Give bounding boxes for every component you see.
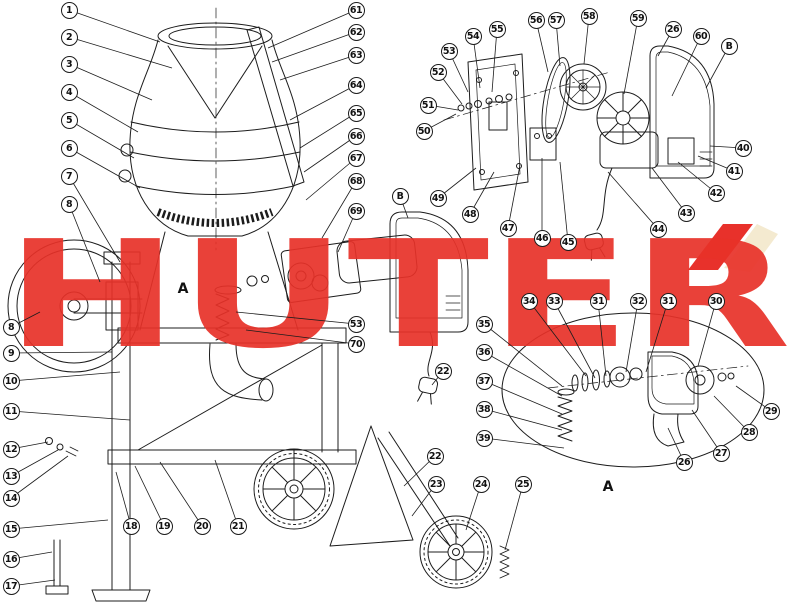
main-assembly-view xyxy=(7,7,510,602)
callout-18: 18 xyxy=(122,517,140,535)
callout-38: 38 xyxy=(475,400,493,418)
logo-red-chevron xyxy=(688,224,753,270)
callout-42: 42 xyxy=(707,184,725,202)
callout-16: 16 xyxy=(2,550,20,568)
callout-31: 31 xyxy=(659,292,677,310)
callout-1: 1 xyxy=(60,1,78,19)
callout-29: 29 xyxy=(762,402,780,420)
callout-30: 30 xyxy=(707,292,725,310)
callout-52: 52 xyxy=(429,63,447,81)
callout-26: 26 xyxy=(675,453,693,471)
callout-8: 8 xyxy=(60,195,78,213)
callout-45: 45 xyxy=(559,233,577,251)
callout-62: 62 xyxy=(347,23,365,41)
section-label-A: A xyxy=(177,281,189,297)
callout-24: 24 xyxy=(472,475,490,493)
motor-exploded-view xyxy=(443,45,715,261)
callout-63: 63 xyxy=(347,46,365,64)
brand-logo xyxy=(688,224,778,272)
callout-28: 28 xyxy=(740,423,758,441)
callout-33: 33 xyxy=(545,292,563,310)
callout-25: 25 xyxy=(514,475,532,493)
callout-43: 43 xyxy=(677,204,695,222)
callout-21: 21 xyxy=(229,517,247,535)
callout-48: 48 xyxy=(461,205,479,223)
callout-19: 19 xyxy=(155,517,173,535)
callout-55: 55 xyxy=(488,20,506,38)
callout-26: 26 xyxy=(664,20,682,38)
callout-5: 5 xyxy=(60,111,78,129)
callout-3: 3 xyxy=(60,55,78,73)
callout-8: 8 xyxy=(2,318,20,336)
callout-66: 66 xyxy=(347,127,365,145)
callout-6: 6 xyxy=(60,139,78,157)
callout-15: 15 xyxy=(2,520,20,538)
callout-12: 12 xyxy=(2,440,20,458)
callout-B: B xyxy=(720,37,738,55)
watermark-text: HUTER xyxy=(5,209,791,381)
callout-70: 70 xyxy=(347,335,365,353)
callout-4: 4 xyxy=(60,83,78,101)
callout-47: 47 xyxy=(499,219,517,237)
callout-54: 54 xyxy=(464,27,482,45)
callout-22: 22 xyxy=(426,447,444,465)
callout-59: 59 xyxy=(629,9,647,27)
callout-11: 11 xyxy=(2,402,20,420)
callout-69: 69 xyxy=(347,202,365,220)
callout-49: 49 xyxy=(429,189,447,207)
section-label-A: A xyxy=(602,479,614,495)
callout-60: 60 xyxy=(692,27,710,45)
callout-65: 65 xyxy=(347,104,365,122)
callout-58: 58 xyxy=(580,7,598,25)
callout-34: 34 xyxy=(520,292,538,310)
callout-14: 14 xyxy=(2,489,20,507)
callout-7: 7 xyxy=(60,167,78,185)
callout-53: 53 xyxy=(440,42,458,60)
callout-13: 13 xyxy=(2,467,20,485)
callout-36: 36 xyxy=(475,343,493,361)
callout-B: B xyxy=(391,187,409,205)
callout-23: 23 xyxy=(427,475,445,493)
callout-61: 61 xyxy=(347,1,365,19)
callout-50: 50 xyxy=(415,122,433,140)
callout-39: 39 xyxy=(475,429,493,447)
callout-64: 64 xyxy=(347,76,365,94)
callout-2: 2 xyxy=(60,28,78,46)
callout-53: 53 xyxy=(347,315,365,333)
callout-31: 31 xyxy=(589,292,607,310)
callout-57: 57 xyxy=(547,11,565,29)
callout-67: 67 xyxy=(347,149,365,167)
callout-44: 44 xyxy=(649,220,667,238)
callout-51: 51 xyxy=(419,96,437,114)
callout-22: 22 xyxy=(434,362,452,380)
callout-20: 20 xyxy=(193,517,211,535)
gearbox-detail-view xyxy=(501,312,765,468)
callout-10: 10 xyxy=(2,372,20,390)
callout-27: 27 xyxy=(712,444,730,462)
callout-40: 40 xyxy=(734,139,752,157)
logo-cream-chevron xyxy=(724,224,778,272)
callout-46: 46 xyxy=(533,229,551,247)
callout-41: 41 xyxy=(725,162,743,180)
callout-9: 9 xyxy=(2,344,20,362)
callout-37: 37 xyxy=(475,372,493,390)
callout-32: 32 xyxy=(629,292,647,310)
callout-17: 17 xyxy=(2,577,20,595)
callout-35: 35 xyxy=(475,315,493,333)
callout-56: 56 xyxy=(527,11,545,29)
callout-68: 68 xyxy=(347,172,365,190)
